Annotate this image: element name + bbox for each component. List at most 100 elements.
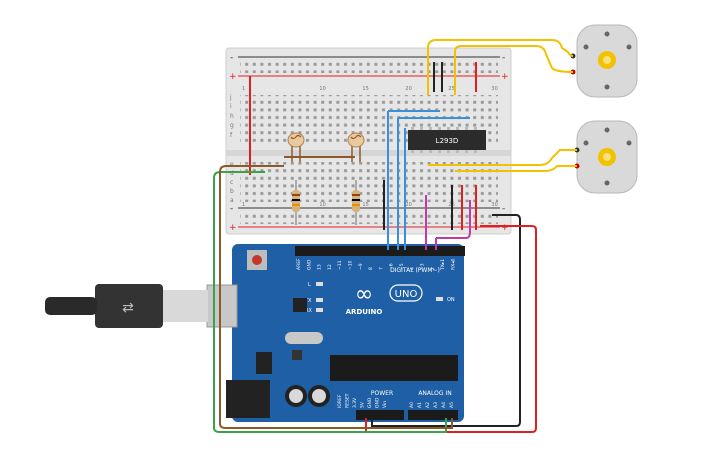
- digital-pin-label: 4: [409, 267, 415, 270]
- digital-pin-label: TX▸1: [440, 259, 446, 271]
- digital-pin-label: AREF: [296, 258, 302, 270]
- row-letter-j: j: [229, 94, 232, 101]
- photoresistor-2: [347, 132, 365, 162]
- crystal: [285, 332, 323, 344]
- analog-header: [408, 410, 458, 420]
- row-letter-g: g: [230, 122, 234, 129]
- chip-label: L293D: [436, 137, 459, 145]
- breadboard-jumpers: [249, 62, 477, 230]
- motor-bottom: [574, 120, 638, 194]
- power-jack: [226, 380, 270, 418]
- column-number: 10: [319, 86, 325, 92]
- digital-pin-label: 2: [430, 267, 436, 270]
- analog-pin-label: A5: [449, 402, 455, 408]
- digital-pin-label: GND: [306, 259, 312, 270]
- analog-pin-label: A1: [417, 402, 423, 408]
- arduino-uno: ⇄ ∞ ARDUINO UNO DIGITAL (PWM~) POWER ANA…: [45, 244, 465, 422]
- digital-pin-label: ~5: [399, 263, 405, 270]
- motor-wires: [427, 39, 577, 172]
- arduino-brand: ARDUINO: [346, 308, 383, 316]
- analog-pin-label: A0: [409, 402, 415, 408]
- column-number: 1: [242, 86, 245, 92]
- resistor-2: [352, 180, 360, 225]
- usb-port: [206, 284, 238, 328]
- bottom-rail-minus-symbol: -: [230, 204, 233, 214]
- digital-pin-label: 7: [378, 267, 384, 270]
- wire-magenta-2: [436, 200, 471, 239]
- top-rail-minus-symbol: -: [230, 53, 233, 63]
- rx-label: RX: [305, 308, 312, 314]
- power-pin-label: GND: [375, 397, 381, 408]
- usb-chip: [293, 298, 307, 312]
- column-number: 20: [405, 86, 411, 92]
- power-pin-label: RESET: [345, 393, 351, 408]
- on-label: ON: [447, 297, 455, 303]
- power-pin-label: 3.3V: [352, 397, 358, 408]
- row-letter-d: d: [230, 170, 234, 177]
- l293d-chip: L293D: [408, 127, 486, 153]
- top-rail-holes: [240, 61, 498, 73]
- row-letter-e: e: [230, 161, 234, 168]
- power-pin-label: IOREF: [337, 394, 343, 408]
- bottom-rail-holes: [240, 212, 498, 224]
- digital-pin-label: ~9: [358, 263, 364, 270]
- photoresistor-1: [287, 132, 305, 162]
- arduino-model: UNO: [395, 289, 418, 300]
- digital-pin-label: 12: [327, 264, 333, 270]
- resistor-1: [292, 180, 300, 225]
- column-number: 30: [491, 202, 497, 208]
- power-pin-label: 5V: [360, 401, 366, 408]
- wire-brown-a1: [219, 165, 453, 429]
- column-number: 10: [319, 202, 325, 208]
- row-letter-a: a: [230, 197, 234, 204]
- column-number: 15: [362, 202, 368, 208]
- power-pin-label: GND: [367, 397, 373, 408]
- row-letter-c: c: [230, 179, 233, 186]
- column-number: 20: [405, 202, 411, 208]
- digital-pin-label: RX◂0: [451, 259, 457, 270]
- wire-green-a0: [213, 171, 447, 433]
- row-letter-f: f: [230, 132, 233, 139]
- analog-pin-label: A4: [441, 402, 447, 408]
- digital-pin-label: 13: [317, 264, 323, 270]
- arduino-logo-icon: ∞: [355, 282, 373, 307]
- usb-icon: ⇄: [122, 300, 134, 316]
- digital-pin-label: ~6: [389, 263, 395, 270]
- center-channel: [226, 150, 511, 156]
- bottom-rail-minus-symbol-right: -: [502, 204, 505, 214]
- bottom-rail-plus-symbol: +: [229, 223, 237, 233]
- wire-red-5v: [365, 225, 537, 433]
- power-label: POWER: [371, 390, 393, 397]
- power-header: [356, 410, 404, 420]
- breadboard: - + - + - + - + j i h g f e d c b a: [225, 47, 512, 235]
- motor-top: [570, 24, 638, 98]
- column-number: 15: [362, 86, 368, 92]
- analog-pin-label: A2: [425, 402, 431, 408]
- usb-plug: [95, 284, 163, 328]
- analog-pin-label: A3: [433, 402, 439, 408]
- usb-connector: [160, 290, 208, 322]
- digital-pin-label: 8: [368, 267, 374, 270]
- terminal-holes-bottom: [240, 162, 498, 202]
- usb-cable: [45, 297, 97, 315]
- row-letter-b: b: [230, 188, 234, 195]
- top-rail-minus-symbol-right: -: [502, 53, 505, 63]
- power-pin-label: Vin: [382, 401, 388, 408]
- atmega-chip: [330, 355, 458, 381]
- arduino-wires: [213, 111, 537, 433]
- digital-pin-label: ~10: [348, 260, 354, 270]
- digital-pin-label: ~3: [420, 263, 426, 270]
- column-number: 30: [491, 86, 497, 92]
- top-rail-plus-symbol-right: +: [501, 72, 509, 82]
- wire-black-gnd: [371, 214, 521, 427]
- digital-label: DIGITAL (PWM~): [390, 267, 440, 274]
- l-led-label: L: [308, 282, 311, 288]
- analog-label: ANALOG IN: [418, 390, 451, 397]
- row-letter-i: i: [230, 103, 232, 110]
- tx-label: TX: [304, 298, 312, 304]
- column-number: 25: [448, 86, 454, 92]
